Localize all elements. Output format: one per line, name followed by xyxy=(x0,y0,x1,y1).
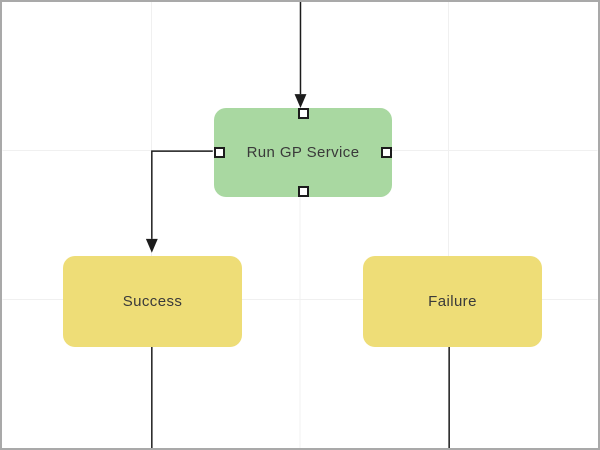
connector-run-gp-service-to-success[interactable] xyxy=(151,150,213,239)
node-failure[interactable]: Failure xyxy=(363,256,542,347)
connection-handle-top[interactable] xyxy=(297,108,309,119)
node-label: Run GP Service xyxy=(246,144,360,161)
node-success[interactable]: Success xyxy=(63,256,242,347)
connection-handle-right[interactable] xyxy=(381,147,392,158)
connection-handle-bottom[interactable] xyxy=(297,186,309,197)
arrowhead-icon xyxy=(294,94,307,109)
arrowhead-icon xyxy=(145,238,158,253)
connection-handle-left[interactable] xyxy=(214,147,225,158)
node-label: Success xyxy=(122,293,183,310)
node-label: Failure xyxy=(428,293,477,310)
node-run-gp-service[interactable]: Run GP Service xyxy=(214,108,392,197)
